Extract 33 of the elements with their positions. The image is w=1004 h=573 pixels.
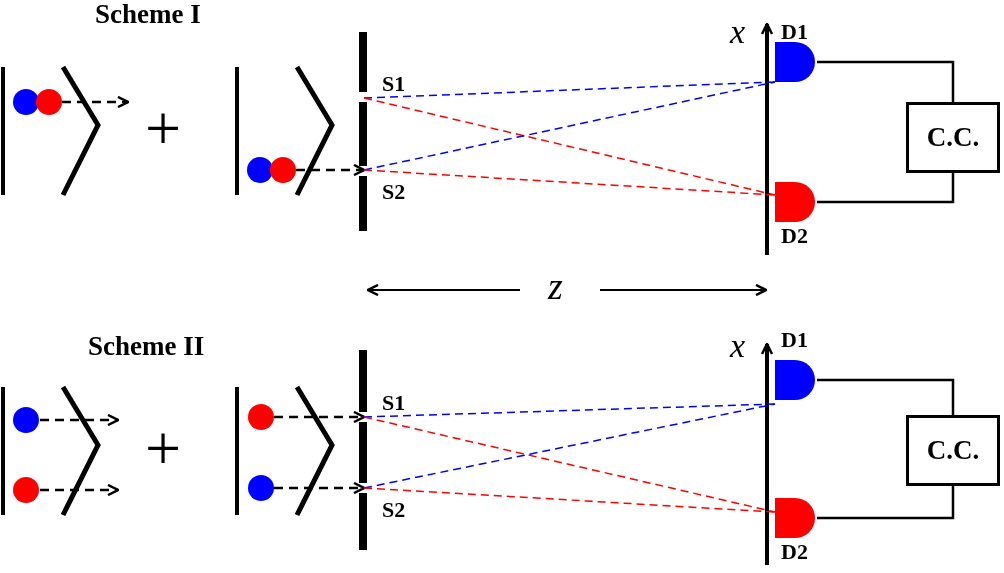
slit-label: S1 — [382, 391, 406, 415]
photon-path-arrow — [274, 410, 366, 424]
plus-sign: + — [145, 416, 182, 482]
axis-label: x — [730, 328, 746, 364]
photon-dot — [248, 475, 274, 501]
photon-path-arrow — [296, 163, 366, 177]
wire — [817, 486, 955, 520]
coincidence-counter-box: C.C. — [906, 415, 1000, 486]
photon-path-line — [363, 97, 776, 196]
photon-path-line — [363, 81, 776, 99]
photon-path-line — [363, 487, 776, 513]
slit-label: S2 — [382, 180, 406, 204]
slit-label: S2 — [382, 498, 406, 522]
photon-path-line — [363, 169, 776, 196]
scheme-heading: Scheme II — [88, 332, 205, 361]
wire — [817, 60, 955, 102]
detector-label: D1 — [781, 328, 808, 352]
detector-label: D2 — [781, 224, 808, 248]
axis-label: z — [548, 266, 563, 306]
plus-sign: + — [145, 96, 182, 162]
slit-label: S1 — [382, 72, 406, 96]
axis-label: x — [730, 14, 746, 50]
detector-label: D2 — [781, 540, 808, 564]
wire — [817, 378, 955, 415]
photon-path-arrow — [274, 481, 366, 495]
photon-dot — [248, 404, 274, 430]
photon-path-line — [363, 416, 776, 513]
scheme-heading: Scheme I — [95, 0, 201, 29]
photon-dot — [270, 157, 296, 183]
coincidence-counter-box: C.C. — [906, 102, 1000, 173]
photon-path-line — [363, 403, 776, 418]
wire — [817, 173, 955, 204]
detector-label: D1 — [781, 20, 808, 44]
